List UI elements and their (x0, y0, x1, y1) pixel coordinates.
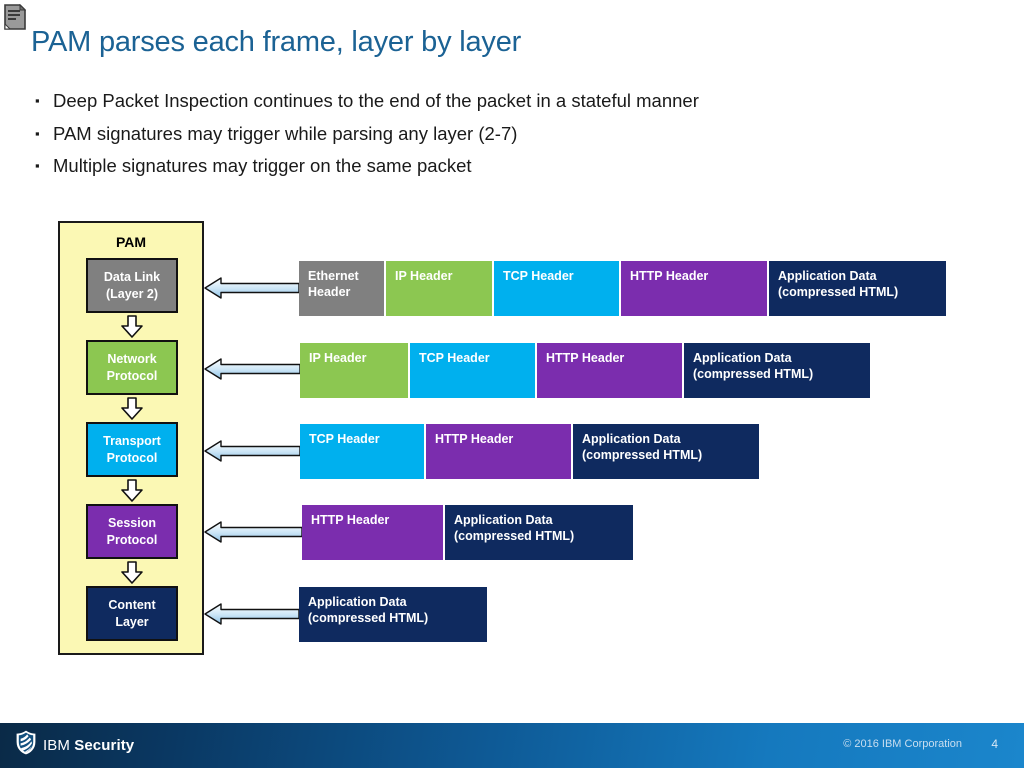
packet-segment-label-line2: Header (308, 284, 351, 299)
bullet-marker-icon: ▪ (35, 125, 40, 141)
packet-segment-label-line1: HTTP Header (630, 269, 709, 283)
packet-segment[interactable]: Application Data(compressed HTML) (445, 505, 633, 560)
pam-layer-label-line1: Content (108, 597, 156, 612)
connector-data-link (204, 277, 300, 299)
page-number: 4 (991, 737, 998, 751)
pam-layer-label-line2: Protocol (106, 532, 158, 547)
packet-segment[interactable]: HTTP Header (537, 343, 684, 398)
bullet-text: Multiple signatures may trigger on the s… (53, 155, 472, 176)
packet-segment-label-line1: TCP Header (419, 351, 490, 365)
slide-footer: IBM Security © 2016 IBM Corporation 4 (0, 723, 1024, 768)
packet-segment[interactable]: Application Data(compressed HTML) (299, 587, 487, 642)
flow-down-arrow-icon (120, 561, 144, 584)
bullet-text: Deep Packet Inspection continues to the … (53, 90, 699, 111)
connector-content (204, 603, 300, 625)
page-title: PAM parses each frame, layer by layer (31, 26, 522, 58)
pam-layer-label-line2: Protocol (106, 368, 158, 383)
ibm-security-logo-text: IBM Security (43, 737, 134, 754)
bullet-marker-icon: ▪ (35, 93, 40, 108)
ibm-security-logo: IBM Security (16, 730, 134, 760)
pam-layer-label-line1: Session (108, 515, 156, 530)
packet-segment-label-line1: Application Data (693, 351, 792, 365)
pam-layer-label-line2: Layer (115, 614, 149, 629)
flow-down-arrow-icon (120, 315, 144, 338)
bullet-marker-icon: ▪ (35, 158, 40, 173)
pam-label: PAM (115, 234, 147, 250)
ibm-wordmark: IBM (43, 736, 70, 754)
pam-layer-label-line1: Transport (103, 433, 161, 448)
packet-segment[interactable]: HTTP Header (302, 505, 445, 560)
packet-segment-label-line2: (compressed HTML) (308, 610, 429, 625)
pam-layer-label-line2: (Layer 2) (105, 286, 159, 301)
copyright-text: © 2016 IBM Corporation (843, 738, 962, 750)
packet-segment-label-line1: TCP Header (309, 432, 380, 446)
packet-segment[interactable]: HTTP Header (426, 424, 573, 479)
security-wordmark: Security (74, 736, 135, 754)
packet-segment-label-line1: HTTP Header (311, 513, 390, 527)
packet-segment[interactable]: HTTP Header (621, 261, 769, 316)
connector-network (204, 358, 301, 380)
packet-segment[interactable]: TCP Header (410, 343, 537, 398)
notes-page-icon (4, 3, 27, 30)
packet-segment-label-line2: (compressed HTML) (778, 284, 899, 299)
packet-segment-label-line1: TCP Header (503, 269, 574, 283)
bullet-list: ▪ Deep Packet Inspection continues to th… (31, 90, 931, 188)
packet-segment-label-line1: Application Data (308, 595, 407, 609)
ibm-security-shield-icon (16, 730, 36, 760)
flow-down-arrow-icon (120, 397, 144, 420)
connector-session (204, 521, 303, 543)
pam-layer-label-line2: Protocol (106, 450, 158, 465)
packet-segment[interactable]: IP Header (300, 343, 410, 398)
packet-segment-label-line2: (compressed HTML) (454, 528, 575, 543)
pam-layer-data-link[interactable]: Data Link (Layer 2) (86, 258, 178, 313)
list-item: ▪ Deep Packet Inspection continues to th… (31, 90, 931, 112)
packet-segment-label-line1: Ethernet (308, 269, 359, 283)
pam-layer-label-line1: Network (107, 351, 157, 366)
packet-segment[interactable]: Application Data(compressed HTML) (769, 261, 946, 316)
pam-layer-label-line1: Data Link (103, 269, 161, 284)
list-item: ▪ PAM signatures may trigger while parsi… (31, 123, 931, 145)
packet-segment[interactable]: Application Data(compressed HTML) (684, 343, 870, 398)
packet-segment-label-line2: (compressed HTML) (693, 366, 814, 381)
packet-segment-label-line1: IP Header (395, 269, 453, 283)
packet-segment[interactable]: TCP Header (300, 424, 426, 479)
packet-segment-label-line1: IP Header (309, 351, 367, 365)
packet-segment-label-line1: HTTP Header (546, 351, 625, 365)
packet-segment-label-line1: Application Data (778, 269, 877, 283)
packet-segment-label-line2: (compressed HTML) (582, 447, 703, 462)
bullet-text: PAM signatures may trigger while parsing… (53, 122, 518, 144)
packet-segment[interactable]: TCP Header (494, 261, 621, 316)
packet-segment[interactable]: IP Header (386, 261, 494, 316)
list-item: ▪ Multiple signatures may trigger on the… (31, 155, 931, 177)
flow-down-arrow-icon (120, 479, 144, 502)
packet-segment-label-line1: HTTP Header (435, 432, 514, 446)
packet-segment[interactable]: Application Data(compressed HTML) (573, 424, 759, 479)
packet-segment-label-line1: Application Data (582, 432, 681, 446)
connector-transport (204, 440, 301, 462)
packet-segment-label-line1: Application Data (454, 513, 553, 527)
